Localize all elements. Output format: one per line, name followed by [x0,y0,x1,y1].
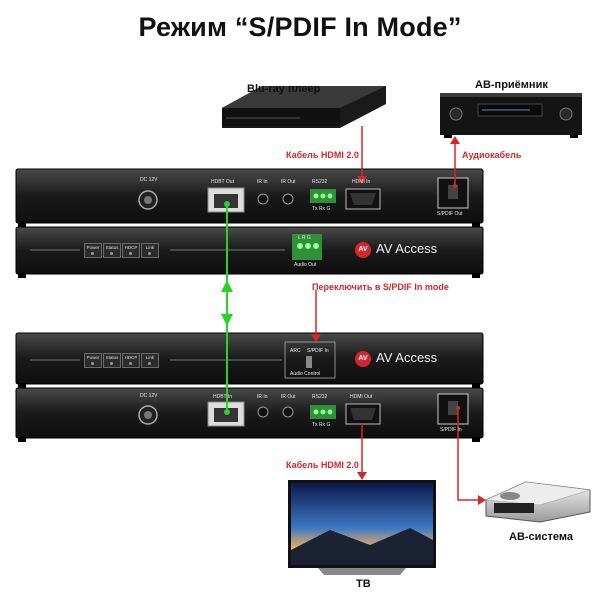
av-receiver-image [440,93,582,138]
rx-hdcp-led: HDCP [122,353,140,368]
tx-hdmi-in-label: HDMI In [352,179,371,185]
hdbt-green-cable [221,201,233,415]
tx-audio-out-label: Audio Out [294,262,317,268]
av-receiver-label: АВ-приёмник [475,79,548,91]
rx-audio-control-label[interactable]: Audio Control [290,371,321,377]
transmitter-rear-panel [15,168,484,227]
rx-hdmi-out-label: HDMI Out [350,394,373,400]
tx-dc-label: DC 12V [140,177,158,183]
audio-cable-av-system [457,410,484,501]
diagram-title: Режим “S/PDIF In Mode” [138,12,462,42]
rx-spdif-in-switch-label: S/PDIF In [307,348,329,354]
red-arrowheads [311,136,486,505]
receiver-rear-panel [15,387,484,442]
transmitter-front-panel [15,226,484,278]
tx-ir-out-label: IR Out [281,179,296,185]
rx-hdbt-label: HDBT In [213,394,233,400]
tx-hdcp-led: HDCP [122,243,140,258]
switch-mode-note: Переключить в S/PDIF In mode [312,282,449,292]
tx-rs232-pins: Tx Rx G [312,206,331,212]
rx-dc-label: DC 12V [140,393,158,399]
bluray-player-image [222,86,386,128]
av-logo-icon: AV [355,241,371,258]
tx-hdbt-label: HDBT Out [211,179,234,185]
hdmi-cable-bottom-label: Кабель HDMI 2.0 [286,460,359,470]
rx-link-led: Link [141,353,159,368]
rx-spdif-in-label: S/PDIF In [440,427,462,433]
rx-rs232-label: RS232 [312,394,328,400]
bluray-label: Blu-ray плеер [247,83,321,95]
tv-label: ТВ [356,578,371,590]
rx-rs232-pins: Tx Rx G [312,422,331,428]
av-logo-icon: AV [355,350,371,367]
tx-ir-in-label: IR In [257,179,268,185]
red-cables [315,126,484,501]
hdmi-cable-top-label: Кабель HDMI 2.0 [286,150,359,160]
rx-ir-in-label: IR In [257,394,268,400]
rx-power-led: Power [84,353,102,368]
tx-link-led: Link [141,243,159,258]
tx-rs232-label: RS232 [312,179,328,185]
rx-ir-out-label: IR Out [281,394,296,400]
receiver-front-panel [15,332,484,388]
tv-image [288,480,436,575]
rx-status-led: Status [103,353,121,368]
audio-cable-label: Аудиокабель [462,150,522,160]
rx-arc-label: ARC [290,348,301,354]
tx-spdif-out-label: S/PDIF Out [437,211,463,217]
tx-status-led: Status [103,243,121,258]
tx-power-led: Power [84,243,102,258]
tx-audio-pins: L R G [298,235,311,241]
av-system-label: АВ-система [509,531,574,543]
av-system-image [485,481,591,523]
